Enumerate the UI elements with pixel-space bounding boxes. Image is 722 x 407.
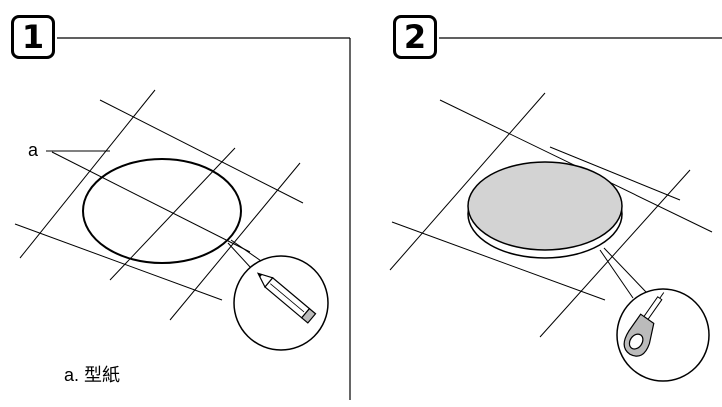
step-number-2-label: 2 [403, 18, 427, 56]
legend-text: a. 型紙 [64, 365, 121, 385]
step-number-1: 1 [11, 15, 55, 59]
callout-a-label: a [28, 140, 39, 160]
pattern-outline [82, 158, 242, 264]
zoom-connector-1 [227, 239, 265, 269]
pencil-icon [256, 272, 317, 324]
panel-1-frame [57, 37, 351, 400]
scissors-handle-icon [623, 292, 665, 357]
cut-disk [467, 161, 623, 259]
tool-zoom [616, 288, 710, 382]
panel-1-grid [14, 89, 304, 321]
step-number-1-label: 1 [21, 18, 45, 56]
pencil-zoom [233, 255, 329, 351]
zoom-connector-2 [599, 247, 647, 299]
step-number-2: 2 [393, 15, 437, 59]
